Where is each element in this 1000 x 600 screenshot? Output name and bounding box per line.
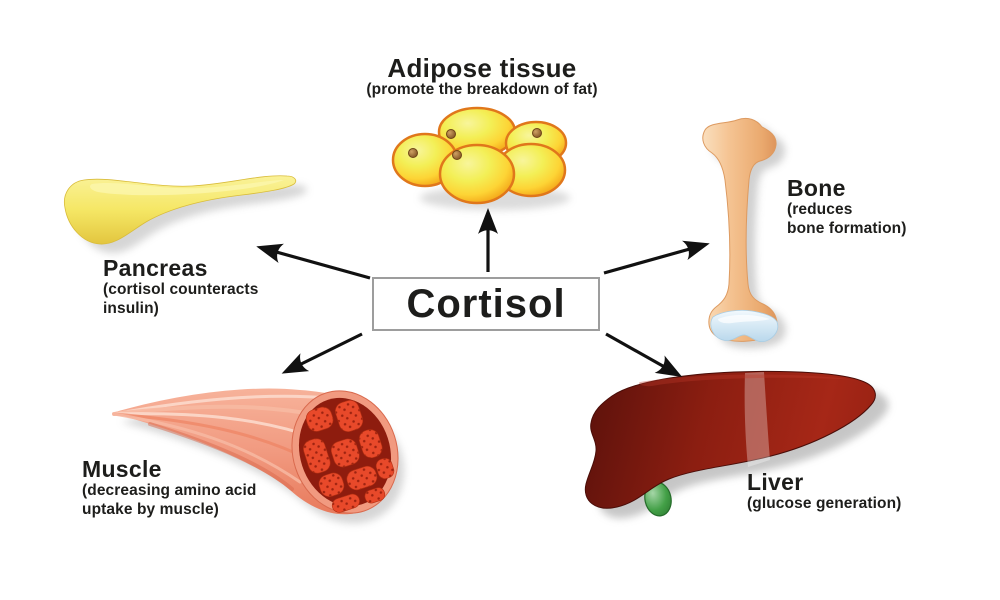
bone-title: Bone <box>787 175 846 201</box>
arrow-to-liver <box>605 332 683 377</box>
liver-desc: (glucose generation) <box>747 495 902 512</box>
bone-shadow <box>711 125 786 349</box>
adipose-label-block: Adipose tissue (promote the breakdown of… <box>280 55 684 100</box>
fat-cell-nucleus <box>532 128 542 138</box>
arrow-to-pancreas <box>256 243 371 280</box>
bone-cartilage-sheen <box>718 314 770 324</box>
arrow-to-bone <box>603 240 710 275</box>
bone-desc-line1: (reduces <box>787 201 853 218</box>
muscle-fiber-bundles <box>303 400 395 513</box>
liver-illustration <box>584 370 889 519</box>
liver-falciform-band <box>744 372 770 467</box>
fat-cell-nucleus <box>408 148 418 158</box>
adipose-title: Adipose tissue <box>387 53 577 83</box>
adipose-illustration <box>391 106 570 210</box>
arrow-to-muscle <box>281 332 363 374</box>
bone-desc-line2: bone formation) <box>787 219 907 237</box>
adipose-desc: (promote the breakdown of fat) <box>366 81 598 98</box>
muscle-illustration <box>112 388 404 524</box>
bone-label-block: Bone (reduces bone formation) <box>787 175 906 238</box>
pancreas-illustration <box>63 175 307 254</box>
cortisol-arrows <box>256 208 710 377</box>
muscle-label-block: Muscle (decreasing amino acid uptake by … <box>82 456 256 519</box>
bone-body <box>702 117 778 342</box>
muscle-desc-line1: (decreasing amino acid <box>82 482 257 499</box>
liver-organ <box>584 370 876 509</box>
muscle-cross-section <box>291 390 399 514</box>
liver-title: Liver <box>747 469 804 495</box>
pancreas-desc-line2: insulin) <box>103 299 159 317</box>
fat-cell <box>438 143 516 205</box>
cortisol-center-node: Cortisol <box>372 277 600 331</box>
muscle-desc-line2: uptake by muscle) <box>82 500 219 518</box>
liver-top-sheen <box>638 374 856 387</box>
liver-label-block: Liver (glucose generation) <box>747 469 901 514</box>
fat-cell-nucleus <box>452 150 462 160</box>
pancreas-highlight <box>90 180 284 196</box>
pancreas-title: Pancreas <box>103 255 208 281</box>
pancreas-desc-line1: (cortisol counteracts <box>103 281 259 298</box>
pancreas-label-block: Pancreas (cortisol counteracts insulin) <box>103 255 258 318</box>
fat-cell-nucleus <box>446 129 456 139</box>
cortisol-label: Cortisol <box>406 281 566 326</box>
muscle-title: Muscle <box>82 456 162 482</box>
bone-illustration <box>702 117 786 349</box>
